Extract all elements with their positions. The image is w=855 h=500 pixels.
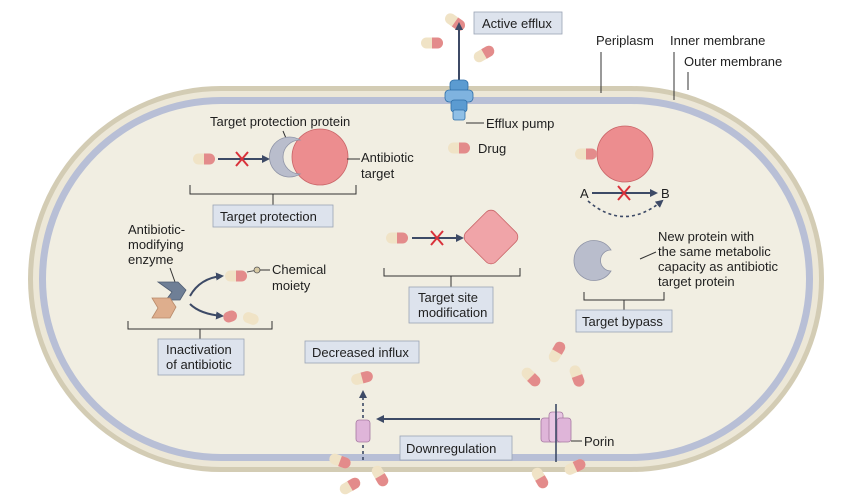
drug-pill [471,43,497,65]
target-site-modification-box [408,286,494,324]
antibiotic-modifying-enzyme-icon [151,281,187,319]
efflux-pump-icon [444,79,474,121]
bypass-curve-arrow [587,199,664,218]
modification-arrow-down [189,303,224,320]
drug-pill [386,232,408,244]
modified-drug-pill [225,270,247,282]
inactivation-bracket [127,321,273,339]
porin-label: Porin [584,434,614,449]
modification-arrow-up [189,272,224,297]
target-site-label-line2: modification [418,305,487,320]
enzyme-label-line3: enzyme [128,252,174,267]
chemical-moiety-label-line2: moiety [272,278,311,293]
new-protein-label-line4: target protein [658,274,735,289]
downregulation-box [399,435,513,461]
antibiotic-target-protein [596,125,654,183]
drug-pill [421,37,443,49]
point-b-label: B [661,186,670,201]
metabolic-pathway-section: A B [575,125,670,218]
antibiotic-target-label-line1: Antibiotic [361,150,414,165]
target-site-label-line1: Target site [418,290,478,305]
chemical-moiety-icon [253,266,261,274]
new-protein-label-line1: New protein with [658,229,754,244]
new-protein-label-line3: capacity as antibiotic [658,259,778,274]
inner-membrane-label: Inner membrane [670,33,765,48]
decreased-influx-label: Decreased influx [312,345,409,360]
modified-target-protein [463,209,519,265]
new-protein-leader [639,251,657,260]
target-protection-box [212,204,334,228]
active-efflux-section: Active efflux Efflux pump Drug [421,11,563,156]
antibiotic-target-label-line2: target [361,166,395,181]
target-protection-section: Target protection protein Antibiotic tar… [189,114,414,228]
drug-fragment-cream [242,312,259,325]
drug-label: Drug [478,141,506,156]
target-protection-protein [269,136,302,178]
point-a-label: A [580,186,589,201]
x-mark-icon [617,185,631,201]
influx-section: Decreased influx Downregulation Porin [304,339,614,497]
antibiotic-target-protein [291,128,349,186]
drug-pill [193,153,215,165]
efflux-pump-label: Efflux pump [486,116,554,131]
new-protein [573,240,612,281]
porin-icon [540,411,572,443]
drug-pill [337,475,363,497]
inactivation-section: Antibiotic- modifying enzyme Chemical mo… [127,222,326,376]
enzyme-label-line1: Antibiotic- [128,222,185,237]
x-mark-icon [430,230,444,246]
drug-pill [442,11,468,33]
target-bypass-label: Target bypass [582,314,663,329]
new-protein-label-line2: the same metabolic [658,244,771,259]
periplasm-label: Periplasm [596,33,654,48]
reduced-porin-icon [355,419,371,443]
target-protection-label: Target protection [220,209,317,224]
drug-pill [448,142,470,154]
drug-fragment-red [223,310,238,323]
outer-membrane-label: Outer membrane [684,54,782,69]
active-efflux-label: Active efflux [482,16,552,31]
target-protection-bracket [189,185,357,205]
membrane-labels: Periplasm Inner membrane Outer membrane [596,33,782,100]
downregulation-label: Downregulation [406,441,496,456]
target-site-bracket [383,268,521,287]
active-efflux-box [473,11,563,35]
target-site-modification-section: Target site modification [383,209,521,324]
target-bypass-box [575,309,673,333]
inactivation-label-line2: of antibiotic [166,357,232,372]
chemical-moiety-label-line1: Chemical [272,262,326,277]
drug-pill [575,148,597,160]
target-bypass-section: New protein with the same metabolic capa… [573,229,778,333]
target-bypass-bracket [583,292,665,310]
decreased-influx-box [304,340,420,364]
inactivation-label-line1: Inactivation [166,342,232,357]
target-protection-protein-label: Target protection protein [210,114,350,129]
x-mark-icon [235,151,249,167]
enzyme-leader [169,267,176,283]
inactivation-box [157,338,245,376]
enzyme-label-line2: modifying [128,237,184,252]
